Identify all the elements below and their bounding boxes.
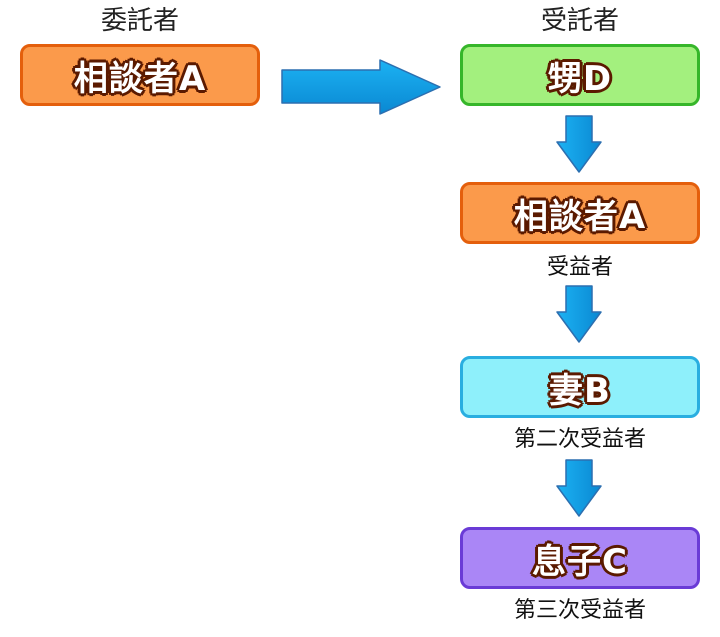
beneficiary-node-1: 相談者A [460, 182, 700, 244]
trustor-node: 相談者A [20, 44, 260, 106]
beneficiary-node-3: 息子C [460, 527, 700, 589]
beneficiary-caption-2: 第二次受益者 [513, 427, 646, 452]
trustee-node-label: 甥D [547, 58, 613, 99]
arrow-down-2 [556, 285, 602, 343]
beneficiary-caption-1: 受益者 [546, 255, 613, 280]
beneficiary-node-3-label: 息子C [532, 541, 628, 582]
beneficiary-caption-3: 第三次受益者 [513, 598, 646, 623]
trustor-node-label: 相談者A [73, 58, 207, 99]
arrow-trustor-to-trustee [281, 59, 441, 115]
arrow-down-1 [556, 115, 602, 173]
arrow-down-3 [556, 459, 602, 517]
beneficiary-node-2-label: 妻B [549, 370, 611, 411]
trustor-header: 委託者 [100, 6, 179, 36]
beneficiary-node-2: 妻B [460, 356, 700, 418]
beneficiary-node-1-label: 相談者A [513, 196, 647, 237]
trustee-header: 受託者 [540, 6, 619, 36]
trustee-node: 甥D [460, 44, 700, 106]
